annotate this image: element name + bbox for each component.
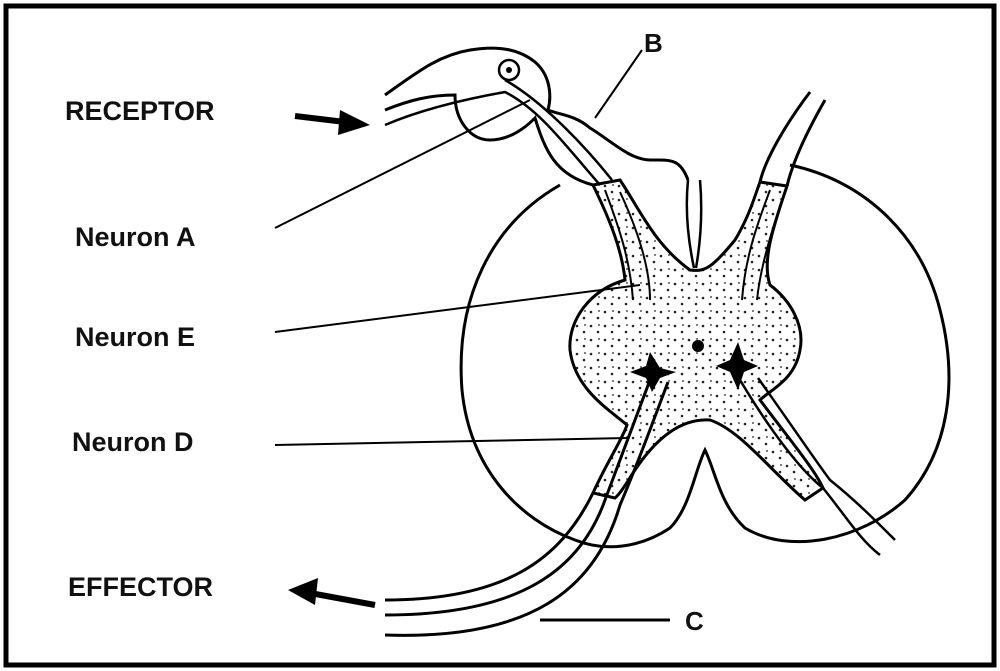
label-c: C bbox=[685, 606, 704, 636]
effector-arrow-head bbox=[288, 578, 318, 605]
sensory-axon bbox=[385, 80, 612, 185]
dorsal-fissure bbox=[687, 180, 701, 268]
ventral-root-left bbox=[385, 493, 593, 600]
sensory-nucleus bbox=[506, 67, 512, 73]
leader-neuron-d bbox=[275, 438, 628, 445]
label-neuron-a: Neuron A bbox=[75, 222, 196, 252]
label-b: B bbox=[644, 28, 663, 58]
central-canal bbox=[692, 340, 704, 352]
gray-matter bbox=[570, 180, 823, 500]
label-neuron-d: Neuron D bbox=[72, 427, 194, 457]
label-effector: EFFECTOR bbox=[68, 572, 213, 602]
label-neuron-e: Neuron E bbox=[75, 322, 195, 352]
receptor-arrow-head bbox=[338, 110, 370, 135]
leader-b bbox=[595, 50, 642, 118]
receptor-arrow-shaft bbox=[295, 116, 345, 122]
effector-arrow-shaft bbox=[310, 593, 375, 605]
label-receptor: RECEPTOR bbox=[65, 96, 215, 126]
